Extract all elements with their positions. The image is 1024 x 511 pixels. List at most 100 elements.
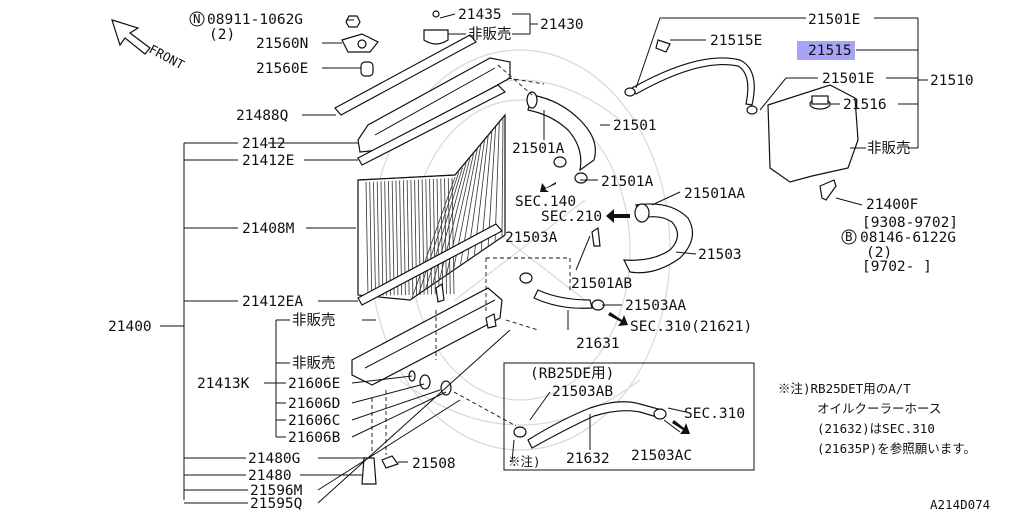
label-21503AB[interactable]: 21503AB bbox=[552, 384, 613, 400]
label-21412E[interactable]: 21412E bbox=[242, 153, 294, 169]
clamp-21503A-icon[interactable] bbox=[519, 272, 533, 284]
highlight-21515[interactable] bbox=[797, 41, 855, 60]
label-21501AB[interactable]: 21501AB bbox=[571, 276, 632, 292]
nut-icon[interactable] bbox=[345, 15, 361, 28]
label-sec310-21621[interactable]: SEC.310(21621) bbox=[630, 319, 752, 335]
bolt-21400F-icon[interactable] bbox=[819, 179, 837, 201]
label-21515E[interactable]: 21515E bbox=[710, 33, 762, 49]
label-hibaibai-tank: 非販売 bbox=[867, 140, 911, 157]
radiator-fin-side bbox=[501, 116, 504, 237]
label-21508[interactable]: 21508 bbox=[412, 456, 456, 472]
label-b08146[interactable]: 08146-6122G bbox=[860, 230, 956, 246]
mount-21508-icon[interactable] bbox=[381, 455, 399, 469]
bracket-21560N[interactable] bbox=[341, 33, 379, 53]
upper-tank[interactable] bbox=[357, 57, 511, 153]
label-21632[interactable]: 21632 bbox=[566, 451, 610, 467]
label-b08146-qty: (2) bbox=[866, 245, 892, 261]
clip-21515E-icon[interactable] bbox=[655, 39, 671, 53]
leader-lines bbox=[160, 13, 928, 504]
label-21560N[interactable]: 21560N bbox=[256, 36, 308, 52]
label-21631[interactable]: 21631 bbox=[576, 336, 620, 352]
radiator-fin-side bbox=[411, 176, 456, 299]
hose-21515[interactable] bbox=[631, 57, 755, 106]
label-21510[interactable]: 21510 bbox=[930, 73, 974, 89]
radiator-fin bbox=[388, 180, 391, 296]
rb25de-inset-box bbox=[503, 362, 755, 471]
label-21501AA[interactable]: 21501AA bbox=[684, 186, 745, 202]
label-21480[interactable]: 21480 bbox=[248, 468, 292, 484]
svg-text:B: B bbox=[845, 229, 853, 244]
label-21501E-top[interactable]: 21501E bbox=[808, 12, 860, 28]
front-label: FRONT bbox=[147, 41, 188, 72]
hose-21631[interactable] bbox=[533, 289, 593, 309]
label-21606B[interactable]: 21606B bbox=[288, 430, 341, 446]
seal-strip[interactable] bbox=[334, 34, 477, 116]
label-21606E[interactable]: 21606E bbox=[288, 376, 340, 392]
radiator-fin bbox=[380, 181, 384, 296]
label-rb25de: (RB25DE用) bbox=[530, 366, 614, 382]
radiator-fin bbox=[425, 179, 429, 295]
radiator-fin bbox=[391, 180, 395, 296]
svg-text:N: N bbox=[193, 11, 201, 26]
label-21501[interactable]: 21501 bbox=[613, 118, 657, 134]
n-circle-icon: N bbox=[189, 11, 205, 27]
lower-hose-21503[interactable] bbox=[622, 203, 694, 274]
label-21606D[interactable]: 21606D bbox=[288, 396, 340, 412]
radiator-fin bbox=[384, 181, 388, 296]
label-21501E-2[interactable]: 21501E bbox=[822, 71, 874, 87]
label-sec310[interactable]: SEC.310 bbox=[684, 406, 745, 422]
dashed-guides bbox=[371, 64, 571, 455]
radiator-fin bbox=[436, 178, 440, 295]
arrow-sec210-icon bbox=[606, 209, 630, 223]
label-21595Q[interactable]: 21595Q bbox=[250, 496, 302, 511]
clamp-21503AC-icon[interactable] bbox=[653, 408, 667, 420]
radiator-fin bbox=[447, 178, 451, 295]
label-21596M[interactable]: 21596M bbox=[250, 483, 303, 499]
label-21400[interactable]: 21400 bbox=[108, 319, 152, 335]
label-21515[interactable]: 21515 bbox=[808, 43, 852, 59]
label-21606C[interactable]: 21606C bbox=[288, 413, 340, 429]
grommet-21560E[interactable] bbox=[360, 61, 374, 77]
radiator-fin-side bbox=[494, 121, 500, 241]
clamp-21503AB-icon[interactable] bbox=[513, 426, 527, 438]
label-21503AC[interactable]: 21503AC bbox=[631, 448, 692, 464]
label-21488Q[interactable]: 21488Q bbox=[236, 108, 288, 124]
label-21503A[interactable]: 21503A bbox=[505, 230, 558, 246]
mount-21480-icon[interactable] bbox=[361, 457, 377, 485]
label-b08146-range: [9702- ] bbox=[862, 259, 932, 275]
label-21412EA[interactable]: 21412EA bbox=[242, 294, 303, 310]
label-21503AA[interactable]: 21503AA bbox=[625, 298, 686, 314]
label-21501A-1[interactable]: 21501A bbox=[512, 141, 565, 157]
label-sec210[interactable]: SEC.210 bbox=[541, 209, 602, 225]
gasket-upper[interactable] bbox=[357, 84, 507, 166]
label-21560E[interactable]: 21560E bbox=[256, 61, 308, 77]
label-21413K[interactable]: 21413K bbox=[197, 376, 250, 392]
hose-21632[interactable] bbox=[527, 401, 663, 449]
clamp-21501AB-icon[interactable] bbox=[591, 226, 601, 247]
label-note-mark: ※注) bbox=[508, 454, 541, 469]
label-21430[interactable]: 21430 bbox=[540, 17, 584, 33]
label-21435[interactable]: 21435 bbox=[458, 7, 502, 23]
note-line-1: ※注)RB25DET用のA/T bbox=[778, 381, 911, 396]
label-21503[interactable]: 21503 bbox=[698, 247, 742, 263]
radiator-fin bbox=[429, 179, 432, 295]
reservoir-tank[interactable] bbox=[767, 84, 859, 183]
label-08911-qty: (2) bbox=[209, 27, 235, 43]
note-line-4: (21635P)を参照願います。 bbox=[817, 441, 976, 456]
stud-icon[interactable] bbox=[435, 282, 497, 329]
upper-hose-21501[interactable] bbox=[526, 91, 596, 172]
radiator-fin bbox=[421, 179, 425, 295]
label-21480G[interactable]: 21480G bbox=[248, 451, 300, 467]
label-21501A-2[interactable]: 21501A bbox=[601, 174, 654, 190]
radiator-cap[interactable] bbox=[423, 10, 449, 45]
gasket-lower[interactable] bbox=[357, 223, 503, 306]
lower-tank[interactable] bbox=[351, 287, 503, 386]
label-21412[interactable]: 21412 bbox=[242, 136, 286, 152]
label-sec140[interactable]: SEC.140 bbox=[515, 194, 576, 210]
label-21408M[interactable]: 21408M bbox=[242, 221, 295, 237]
label-21400F[interactable]: 21400F bbox=[866, 197, 918, 213]
clamp-21501E-icon[interactable] bbox=[624, 87, 758, 115]
label-hibaibai-2: 非販売 bbox=[292, 355, 336, 372]
label-21516[interactable]: 21516 bbox=[843, 97, 887, 113]
label-08911[interactable]: 08911-1062G bbox=[207, 12, 303, 28]
